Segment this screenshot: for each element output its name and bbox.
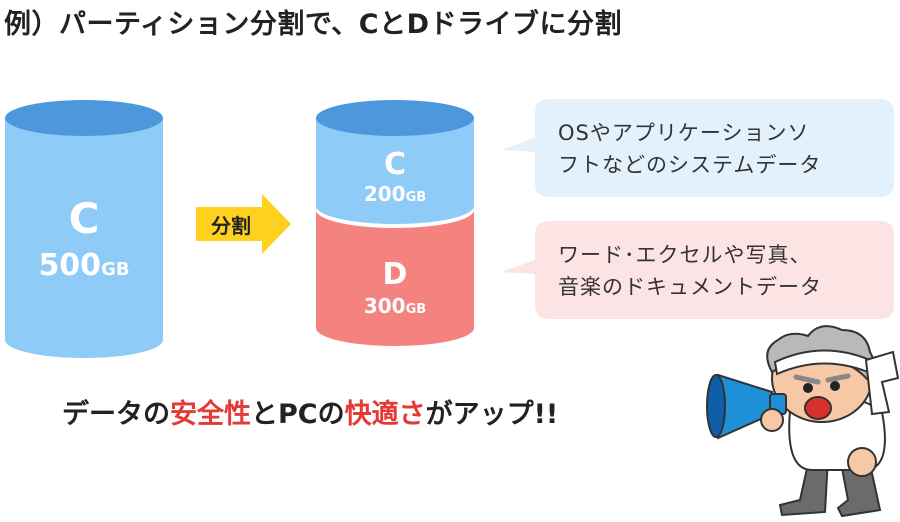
summary-part: がアップ!! xyxy=(425,399,559,430)
size-unit: GB xyxy=(101,259,130,280)
summary-highlight-comfort: 快適さ xyxy=(344,399,426,430)
drive-size: 200GB xyxy=(316,182,474,206)
drive-letter: C xyxy=(68,194,100,243)
arrow-label: 分割 xyxy=(211,213,251,238)
drive-c-500-label: C 500GB xyxy=(5,194,163,284)
summary-text: データの安全性とPCの快適さがアップ!! xyxy=(62,392,558,431)
right-arrow-icon xyxy=(196,194,291,254)
size-value: 500 xyxy=(38,248,102,283)
size-value: 300 xyxy=(363,294,406,318)
size-unit: GB xyxy=(405,302,427,317)
drive-c-200-label: C 200GB xyxy=(316,147,474,207)
bubble-c-line1: OSやアプリケーションソ xyxy=(558,121,810,145)
summary-part: とPCの xyxy=(251,399,345,430)
bubble-d-line2: 音楽のドキュメントデータ xyxy=(558,275,822,299)
speech-bubble-d xyxy=(501,221,894,319)
drive-d-cylinder xyxy=(316,210,474,346)
page-title: 例）パーティション分割で、CとDドライブに分割 xyxy=(4,9,623,40)
bubble-c-text: OSやアプリケーションソ フトなどのシステムデータ xyxy=(558,117,821,181)
size-value: 200 xyxy=(363,182,406,206)
bubble-d-text: ワード･エクセルや写真、 音楽のドキュメントデータ xyxy=(558,239,822,303)
summary-highlight-safety: 安全性 xyxy=(170,399,251,430)
speech-bubble-c xyxy=(501,99,894,197)
drive-letter: D xyxy=(382,257,408,292)
drive-c-200-cylinder xyxy=(316,100,474,224)
summary-part: データの xyxy=(62,399,170,430)
megaphone-old-man-icon xyxy=(706,325,900,518)
drive-d-label: D 300GB xyxy=(316,257,474,319)
bubble-d-line1: ワード･エクセルや写真、 xyxy=(558,243,812,267)
drive-size: 300GB xyxy=(316,294,474,318)
drive-letter: C xyxy=(383,147,407,182)
size-unit: GB xyxy=(405,190,427,205)
bubble-c-line2: フトなどのシステムデータ xyxy=(558,153,822,177)
drive-c-500-cylinder xyxy=(5,100,163,358)
drive-size: 500GB xyxy=(5,248,163,283)
